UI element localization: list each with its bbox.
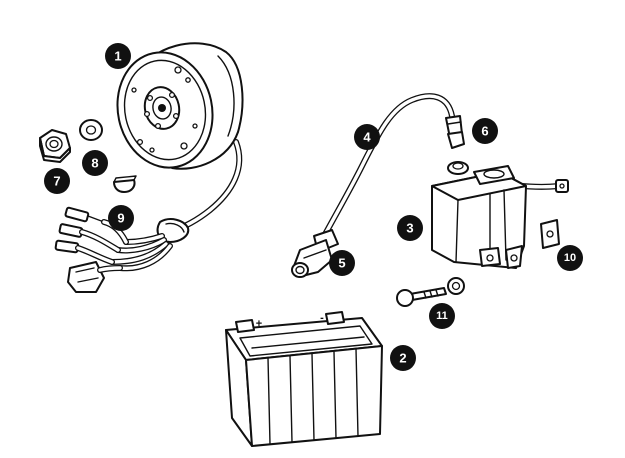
callout-4-label: 4 xyxy=(363,130,371,145)
callout-1-label: 1 xyxy=(114,49,121,64)
mounting-bolt xyxy=(396,277,465,307)
washer xyxy=(79,119,103,141)
callout-9: 9 xyxy=(108,205,134,231)
hex-nut xyxy=(39,129,71,163)
callout-8: 8 xyxy=(82,150,108,176)
callout-5-label: 5 xyxy=(338,256,345,271)
callout-1: 1 xyxy=(105,43,131,69)
callout-7-label: 7 xyxy=(53,174,60,189)
callout-9-label: 9 xyxy=(117,211,124,226)
callout-11-label: 11 xyxy=(436,310,448,322)
battery-minus-mark: - xyxy=(320,312,324,324)
callout-6-label: 6 xyxy=(481,124,488,139)
callout-10: 10 xyxy=(557,245,583,271)
callout-2-label: 2 xyxy=(399,351,406,366)
ignition-lead xyxy=(291,93,465,278)
spade-connector xyxy=(58,223,121,253)
callout-4: 4 xyxy=(354,124,380,150)
mounting-clip xyxy=(540,219,560,249)
woodruff-key xyxy=(113,175,137,193)
battery-plus-mark: + xyxy=(256,318,262,330)
ignition-coil-unit xyxy=(431,161,569,269)
callout-10-label: 10 xyxy=(564,252,576,264)
spark-plug-boot xyxy=(291,229,339,278)
callout-11: 11 xyxy=(429,303,455,329)
callout-5: 5 xyxy=(329,250,355,276)
callout-3-label: 3 xyxy=(406,221,413,236)
callout-6: 6 xyxy=(472,118,498,144)
callout-2: 2 xyxy=(390,345,416,371)
battery: + - xyxy=(225,311,383,447)
callout-7: 7 xyxy=(44,168,70,194)
coil-cap xyxy=(445,115,465,149)
plug-connector xyxy=(67,261,123,293)
callout-3: 3 xyxy=(397,215,423,241)
stator-assembly xyxy=(54,42,244,293)
callout-8-label: 8 xyxy=(91,156,98,171)
spade-connector xyxy=(54,239,115,265)
